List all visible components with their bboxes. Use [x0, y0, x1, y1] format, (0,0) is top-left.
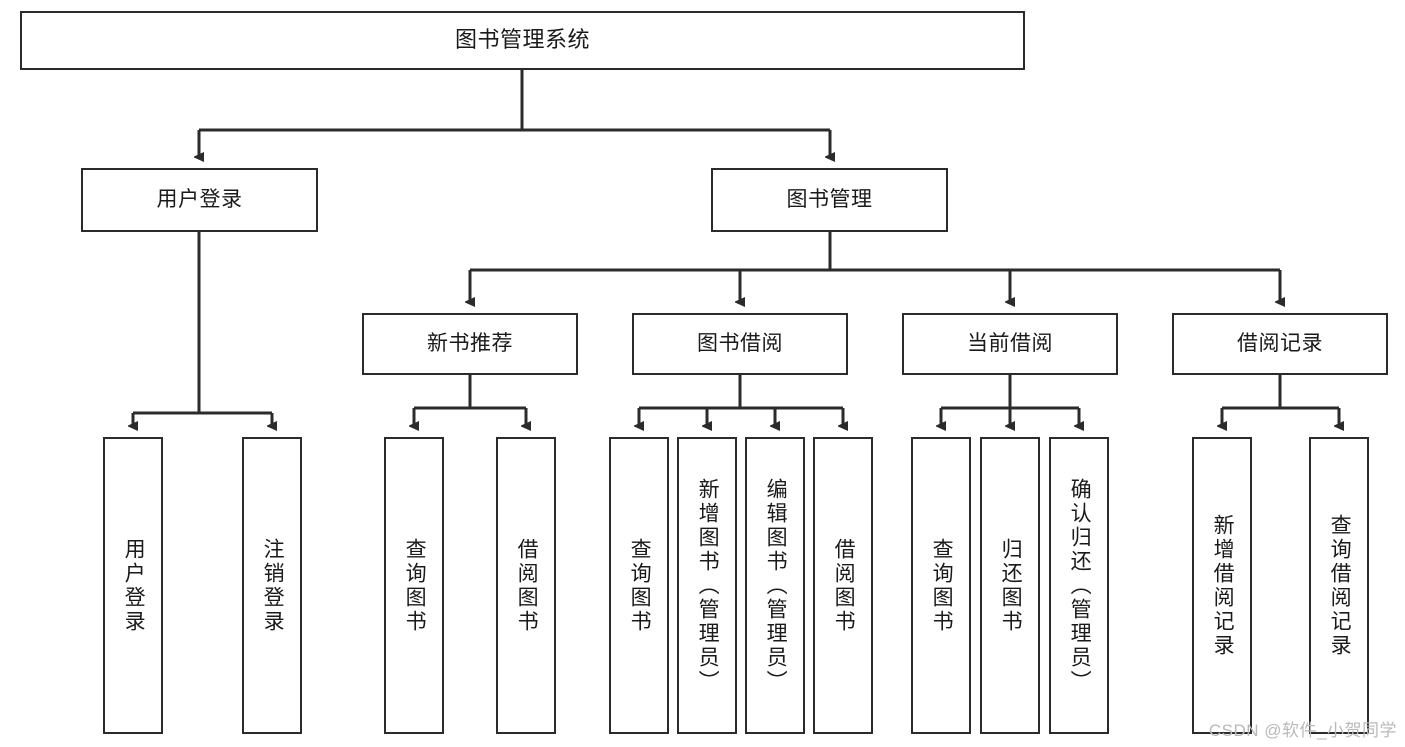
node-root-system[interactable]: 图书管理系统	[20, 11, 1025, 70]
node-label: 图书借阅	[697, 332, 783, 356]
leaf-user-logout[interactable]: 注销登录	[242, 437, 302, 734]
node-label: 新增图书（管理员）	[696, 477, 720, 694]
leaf-add-borrow-record[interactable]: 新增借阅记录	[1192, 437, 1252, 734]
node-user-login[interactable]: 用户登录	[81, 168, 318, 232]
leaf-add-book-admin[interactable]: 新增图书（管理员）	[677, 437, 737, 734]
leaf-query-book-borrow[interactable]: 查询图书	[609, 437, 669, 734]
node-book-management[interactable]: 图书管理	[711, 168, 948, 232]
leaf-borrow-book[interactable]: 借阅图书	[813, 437, 873, 734]
node-label: 查询图书	[403, 537, 427, 634]
leaf-query-book-current[interactable]: 查询图书	[911, 437, 971, 734]
node-borrow-record[interactable]: 借阅记录	[1172, 313, 1388, 375]
node-label: 注销登录	[261, 537, 285, 634]
leaf-user-login[interactable]: 用户登录	[103, 437, 163, 734]
node-label: 查询图书	[628, 537, 652, 634]
leaf-query-book-recommend[interactable]: 查询图书	[384, 437, 444, 734]
node-label: 归还图书	[999, 537, 1023, 634]
leaf-return-book[interactable]: 归还图书	[980, 437, 1040, 734]
node-label: 新增借阅记录	[1211, 513, 1235, 658]
node-label: 查询图书	[930, 537, 954, 634]
node-label: 图书管理	[786, 188, 873, 212]
leaf-borrow-book-recommend[interactable]: 借阅图书	[496, 437, 556, 734]
node-current-borrow[interactable]: 当前借阅	[902, 313, 1118, 375]
leaf-edit-book-admin[interactable]: 编辑图书（管理员）	[745, 437, 805, 734]
node-label: 新书推荐	[427, 332, 513, 356]
node-label: 借阅记录	[1237, 332, 1323, 356]
node-new-book-recommend[interactable]: 新书推荐	[362, 313, 578, 375]
node-label: 用户登录	[122, 537, 146, 634]
node-label: 编辑图书（管理员）	[764, 477, 788, 694]
node-label: 用户登录	[156, 188, 243, 212]
node-label: 借阅图书	[515, 537, 539, 634]
node-label: 查询借阅记录	[1328, 513, 1352, 658]
leaf-confirm-return-admin[interactable]: 确认归还（管理员）	[1049, 437, 1109, 734]
node-book-borrow[interactable]: 图书借阅	[632, 313, 848, 375]
node-label: 借阅图书	[832, 537, 856, 634]
node-label: 确认归还（管理员）	[1068, 477, 1092, 694]
leaf-query-borrow-record[interactable]: 查询借阅记录	[1309, 437, 1369, 734]
watermark: CSDN @软件_小贺同学	[1208, 721, 1397, 740]
node-label: 图书管理系统	[454, 27, 590, 53]
node-label: 当前借阅	[967, 332, 1053, 356]
